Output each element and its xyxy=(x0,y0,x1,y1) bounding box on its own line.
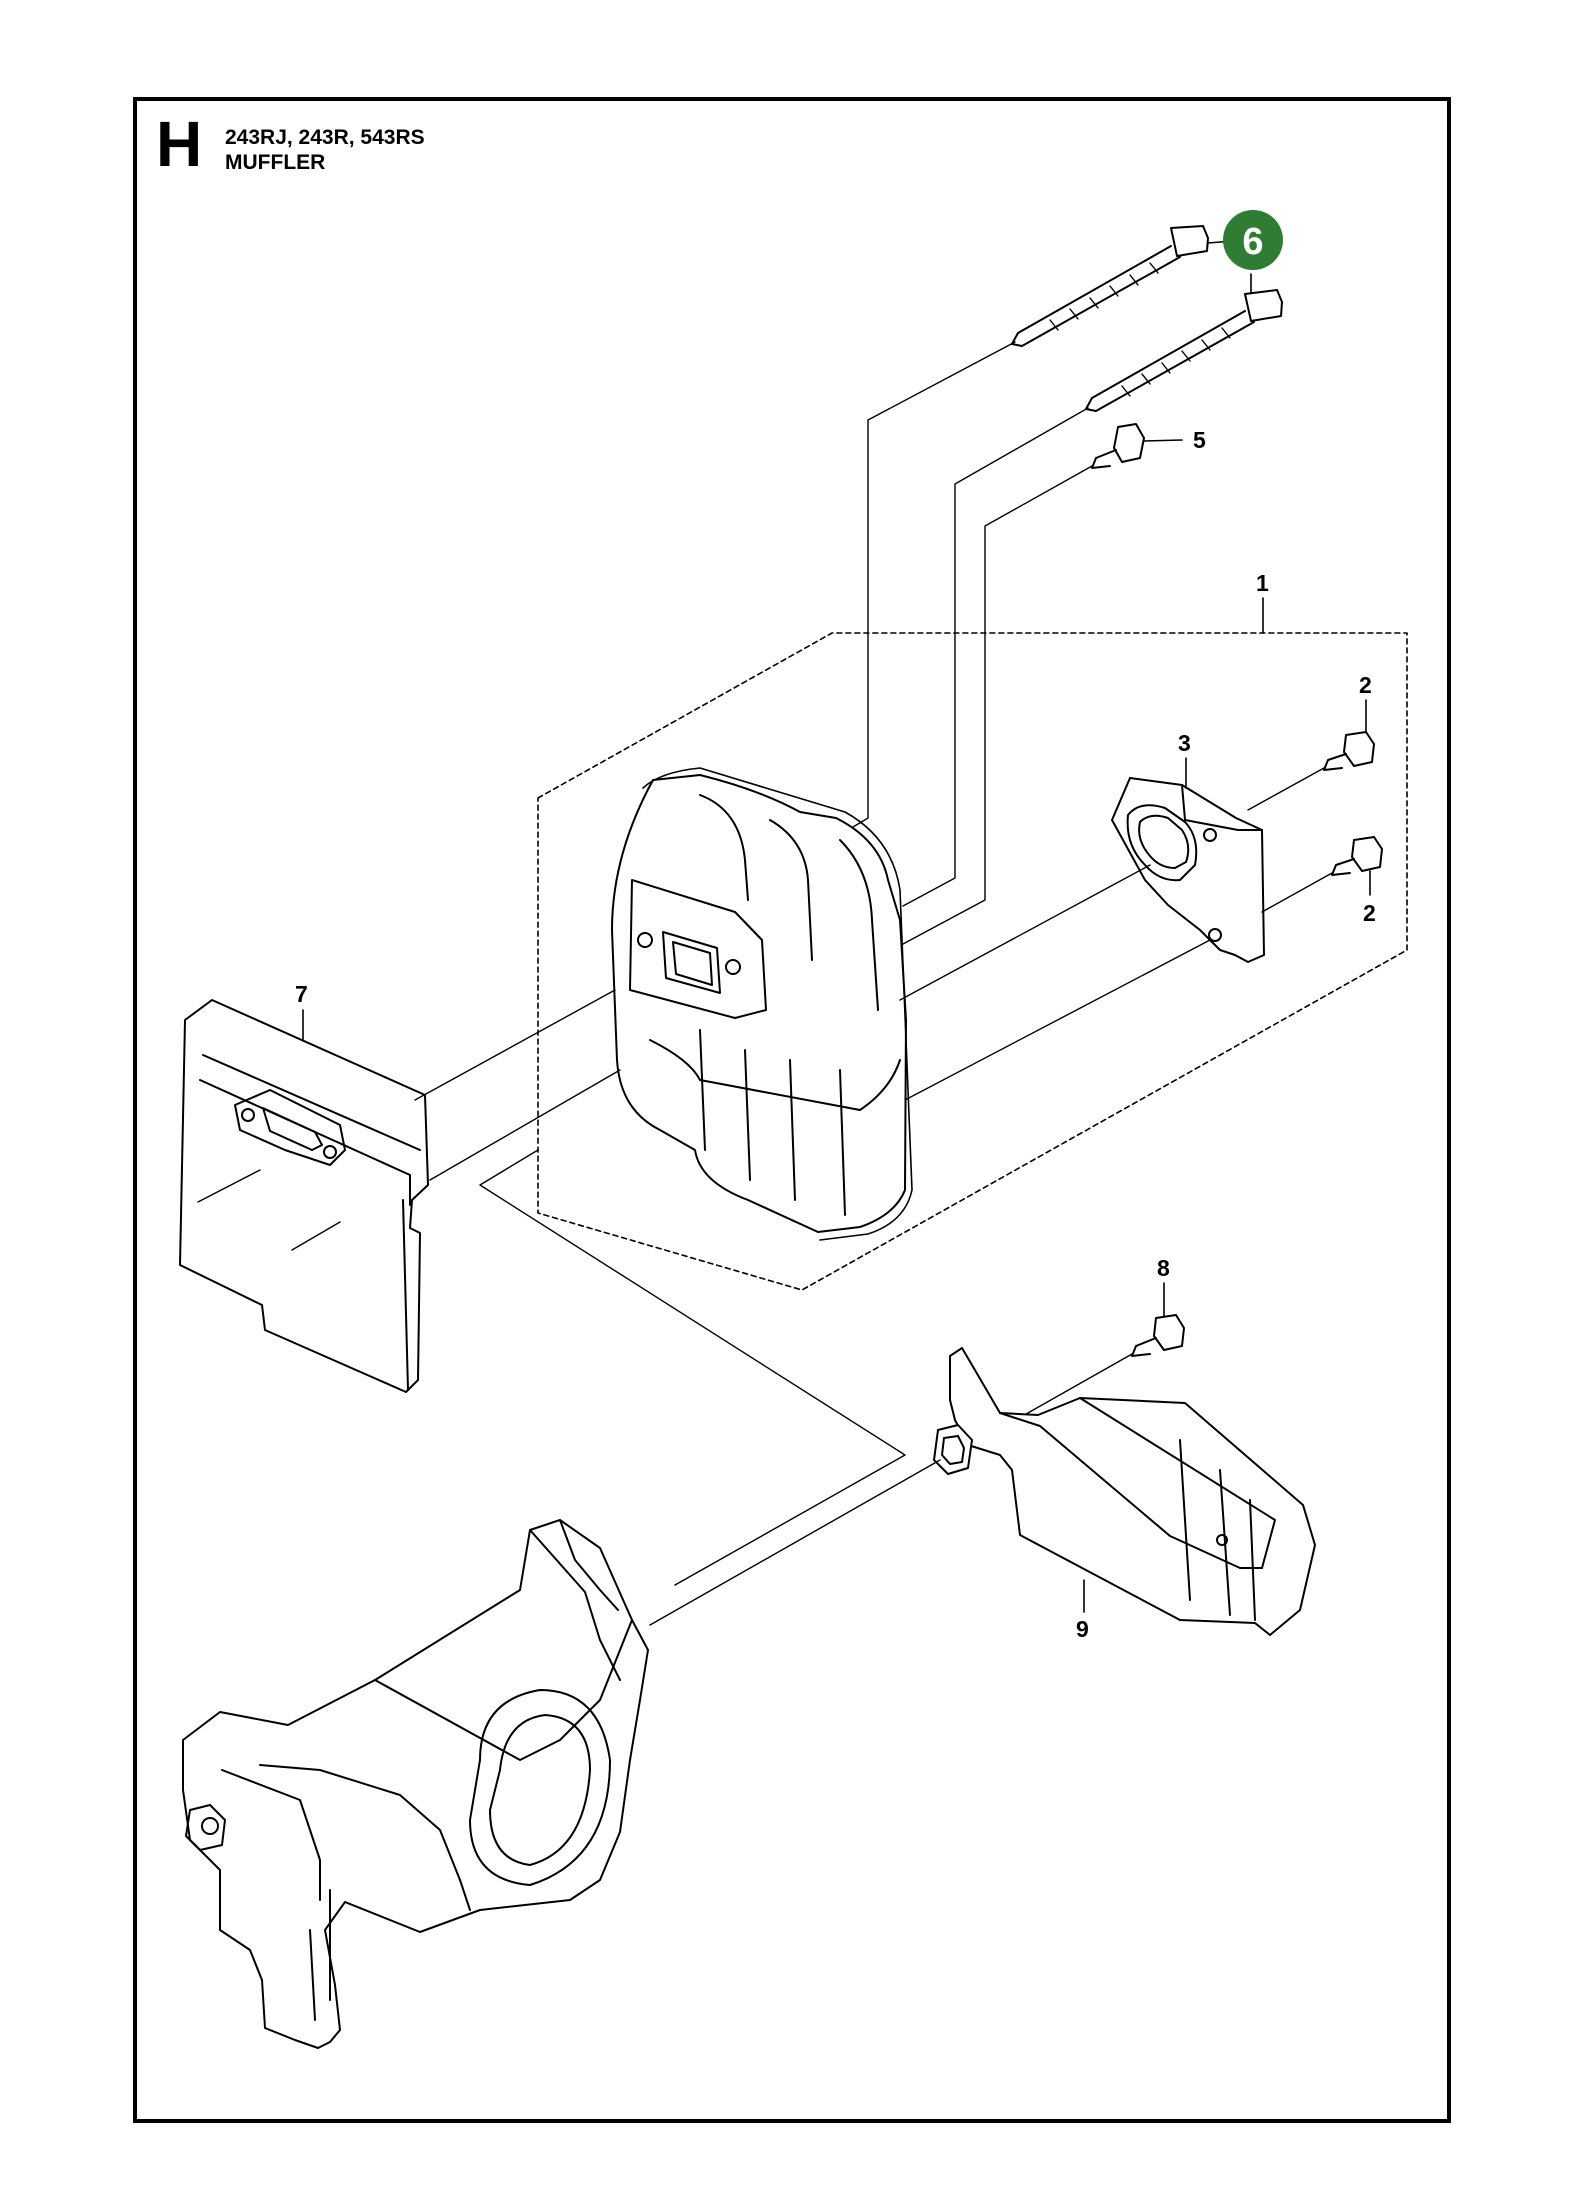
alignment-line-deflector-crankcase xyxy=(649,1459,941,1626)
screw-2-lower xyxy=(1331,836,1383,876)
bolt-6-lower xyxy=(1085,289,1283,412)
heat-shield-gasket-7 xyxy=(179,999,429,1393)
callout-9: 9 xyxy=(1076,1616,1089,1642)
alignment-line-screw-2b xyxy=(904,872,1333,1101)
section-letter: H xyxy=(156,108,203,180)
alignment-line-gasket-a xyxy=(414,989,616,1101)
alignment-line-screw-8 xyxy=(1011,1353,1133,1423)
screw-5 xyxy=(1091,423,1145,469)
model-list: 243RJ, 243R, 543RS xyxy=(225,126,425,149)
screw-2-upper xyxy=(1323,731,1375,771)
assembly-outline-dashed xyxy=(537,632,1408,1291)
heat-deflector-9 xyxy=(933,1347,1316,1636)
part-group-title: MUFFLER xyxy=(225,151,326,174)
muffler-body xyxy=(611,767,913,1241)
screw-8 xyxy=(1131,1314,1185,1357)
alignment-line-gasket-c xyxy=(197,1169,261,1203)
alignment-line-gasket-b xyxy=(429,1069,621,1181)
leader-5 xyxy=(1143,439,1183,442)
callout-1: 1 xyxy=(1256,570,1269,596)
alignment-line-screw-5 xyxy=(902,465,1093,945)
callout-8: 8 xyxy=(1157,1255,1170,1281)
spark-screen-3 xyxy=(1111,777,1265,963)
callout-2-lower: 2 xyxy=(1363,900,1376,926)
callout-3: 3 xyxy=(1178,730,1191,756)
alignment-line-screw-2a xyxy=(899,767,1325,1001)
callout-6: 6 xyxy=(1242,221,1263,263)
callout-5: 5 xyxy=(1193,427,1206,453)
alignment-line-bolt-upper xyxy=(847,341,1016,831)
alignment-line-bolt-lower xyxy=(902,407,1089,907)
crankcase xyxy=(182,1519,649,2049)
alignment-line-gasket-d xyxy=(291,1221,341,1251)
bolt-6-upper xyxy=(1011,225,1209,347)
callout-2-upper: 2 xyxy=(1359,672,1372,698)
callout-6-highlight xyxy=(1223,210,1283,270)
alignment-line-muffler-crankcase xyxy=(479,1149,906,1586)
diagram-frame xyxy=(133,97,1451,2123)
callout-7: 7 xyxy=(295,981,308,1007)
